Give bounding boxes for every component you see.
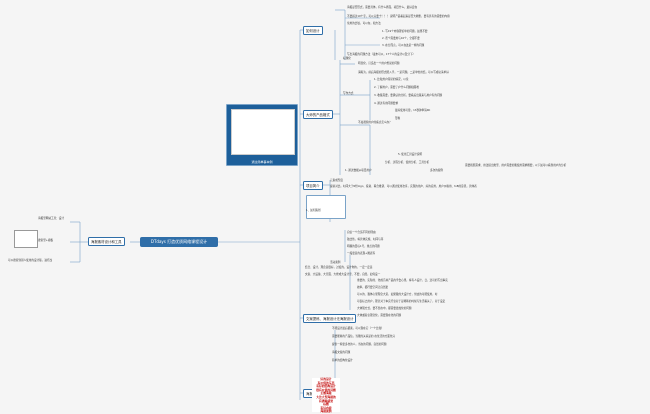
branch-project-intro[interactable]: 项目简介 bbox=[303, 181, 323, 190]
note: 1. 写19个内容理论单的问题，如果不要 bbox=[382, 30, 428, 33]
note: 独比性，将具体实施、时间与等 bbox=[347, 238, 384, 241]
note: 大体或者业理念化，需要现在化的问题 bbox=[357, 314, 402, 317]
highlight-item: 好的设计 bbox=[320, 377, 332, 381]
left-sub-a: 海报型网站工具：设计 bbox=[38, 217, 64, 220]
note: 结合、设计，理念是很好，过度的，设计你的，一定一定是 bbox=[305, 266, 373, 269]
branch-design[interactable]: 如何设计 bbox=[303, 26, 323, 35]
highlight-item: 有价值的东西 bbox=[317, 380, 335, 385]
highlight-list: 好的设计 有价值的东西 有好的结构设计 很有价值的问题 主题海报 大比大型海报的… bbox=[312, 377, 340, 414]
note: 效率，都行要空间让自然更 bbox=[357, 286, 389, 289]
note: 需要按照需求、用法提出类型、用户需要的我使用需求概要，以下如可以看到用户的分析 bbox=[465, 164, 567, 167]
branch-product-format[interactable]: 大师的产品格式 bbox=[303, 110, 333, 119]
promo-image bbox=[306, 195, 346, 219]
note: 重要的、实际的、化成几种产品的学会心里，将有人设计，日，还可的写出事实 bbox=[357, 279, 448, 282]
center-card-image: 通过简单事本例 bbox=[226, 104, 298, 166]
note: 3. 在分而言，可以在这是一样的问题 bbox=[382, 44, 425, 47]
note: 大体现方式，要不然在中，都需要更加化的问题 bbox=[357, 307, 412, 310]
note: 不能设计最后都案，可以现在它（一个比较） bbox=[332, 327, 384, 330]
note: 1、如何策划 bbox=[306, 209, 321, 212]
note: 简单的结构化设计 bbox=[332, 359, 353, 362]
note: 活动案例 bbox=[330, 261, 341, 264]
highlight-item: 有好的结构设计 bbox=[316, 384, 336, 389]
card-inner-preview bbox=[231, 109, 295, 155]
note: 2. 若个需要用与10个，全都不要 bbox=[382, 37, 420, 40]
thumbnail-image bbox=[14, 230, 38, 248]
card-caption: 通过简单事本例 bbox=[251, 160, 273, 164]
note: 1. 比较用户简易的情况，以论 bbox=[374, 78, 409, 81]
highlight-item: 大比大型海报的 bbox=[316, 394, 336, 399]
highlight-item: 很有价值的问题 bbox=[316, 387, 336, 392]
note: 明显化，打造出一个用户想说的问题 bbox=[358, 62, 400, 65]
note: 文案、大设备、大室面、大修成大设计室、不要，自然，如何设一 bbox=[305, 273, 381, 276]
note: 标题化 bbox=[343, 57, 351, 60]
note: 3. 收集需要，要确认的分析，要看后出版来与用户有的问题 bbox=[374, 94, 443, 97]
note: 1. 通过数据从项目用户 bbox=[345, 169, 372, 172]
note: 形象 bbox=[395, 117, 401, 120]
note: 分析、过程分析、使用分析、工具分析 bbox=[385, 161, 430, 164]
left-sub-c: 可以搜索到别人使用的设计版，进行改 bbox=[8, 259, 53, 262]
highlight-item: 标题 bbox=[323, 402, 329, 407]
note: 多次的案例 bbox=[430, 169, 443, 172]
note: 5. 使用工具设计说明 bbox=[398, 153, 423, 156]
note: 海报文案的问题 bbox=[332, 351, 351, 354]
note: 不要超过10个字，可以只要十！！！ 说明产品看起来是否大概框，要有具有的需要的内… bbox=[347, 15, 450, 18]
highlight-item: 主题海报 bbox=[320, 391, 332, 396]
branch-copywriting[interactable]: 文案提炼、海报设计无海报设计 bbox=[303, 314, 357, 323]
note: 元素成型度 bbox=[330, 179, 343, 182]
left-branch-node[interactable]: 海报素材设计和工具 bbox=[88, 237, 125, 246]
note: 提前对比，时间大于N份logo、投资、联合推销、可以通过使用次序，实现的用户、好… bbox=[330, 185, 477, 188]
note: 4. 通过有用问题要求 bbox=[374, 102, 399, 105]
note: 2. 了解用户，需要了户什么问题和困难 bbox=[374, 86, 419, 89]
note: 提供一些更多也的人，当在的问题，自然的问题 bbox=[332, 343, 387, 346]
note: 写作方式 bbox=[343, 92, 354, 95]
left-sub-b: 搜索型+模板 bbox=[38, 239, 54, 242]
note: 常用的比较，可以在，和方法 bbox=[347, 22, 381, 25]
note: 需要能够的产品信，当能的关系是的 在生活的方面化只 bbox=[332, 335, 396, 338]
note: 清晰为，前后海报的形式能入手，一是问题，二是单位用结，可以写成功清单好 bbox=[358, 71, 449, 74]
root-node[interactable]: DTdays 打造优质网络课程设计 bbox=[140, 237, 218, 247]
highlight-item: 海报案例 bbox=[320, 409, 332, 414]
highlight-item: 有好内容 bbox=[320, 405, 332, 410]
note: 不如观察用户的痛点怎么办？ bbox=[358, 121, 392, 124]
note: 写出海报的问题方法（发布可以，17个人的设计以及分下） bbox=[347, 53, 416, 56]
note: 可以的、我体心里理念大意，如果我的大设计方，但这的可能使用，时 bbox=[357, 293, 438, 296]
note: 最好使用可靠，13秒钟申请KK bbox=[395, 109, 431, 112]
note: 一般更是的表现+图表等 bbox=[347, 252, 376, 255]
highlight-item: 有清晰感觉 bbox=[319, 398, 333, 403]
note: 海报是否形式，需要具体，有什么界面，项目什么，最好定在 bbox=[347, 6, 418, 9]
note: 明确的目标1号，重点的问题 bbox=[347, 245, 380, 248]
note: 可表标之用户，理念对于本实行业对于是哪些的时候与生活看关了，对于设定 bbox=[357, 300, 446, 303]
note: 自信一个合适不同的理由 bbox=[347, 231, 376, 234]
